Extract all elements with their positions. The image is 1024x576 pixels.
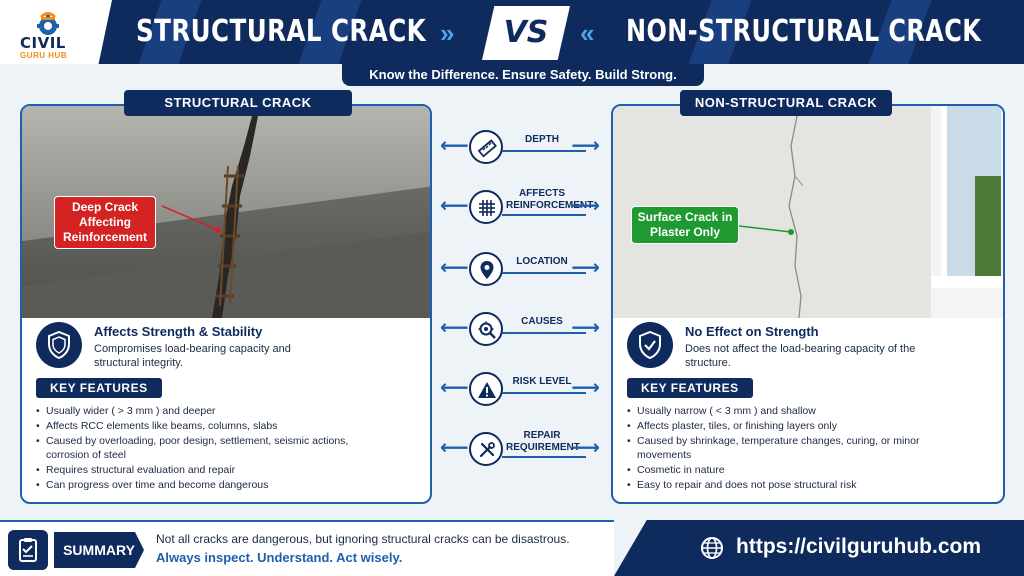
nonstructural-tag: NON-STRUCTURAL CRACK xyxy=(680,90,892,116)
comparison-reinforcement: ⟵ AFFECTS REINFORCEMENT ⟶ xyxy=(440,188,602,228)
chevron-left-icon: « xyxy=(580,18,595,48)
arrow-left-icon: ⟵ xyxy=(440,317,469,339)
structural-tag: STRUCTURAL CRACK xyxy=(124,90,352,116)
chevron-right-icon: » xyxy=(440,18,455,48)
gear-search-icon xyxy=(469,312,503,346)
arrow-left-icon: ⟵ xyxy=(440,257,469,279)
header-right-title: NON-STRUCTURAL CRACK xyxy=(626,14,982,49)
deep-crack-callout: Deep Crack Affecting Reinforcement xyxy=(54,196,156,249)
arrow-right-icon: ⟶ xyxy=(571,377,600,399)
key-features-heading: KEY FEATURES xyxy=(627,378,753,398)
vs-label: VS xyxy=(503,15,549,50)
arrow-right-icon: ⟶ xyxy=(571,195,600,217)
comparison-label: RISK LEVEL xyxy=(512,376,572,387)
arrow-right-icon: ⟶ xyxy=(571,135,600,157)
impact-title: No Effect on Strength xyxy=(685,324,819,339)
list-item: Easy to repair and does not pose structu… xyxy=(627,478,1003,492)
website-bar xyxy=(614,520,1024,576)
impact-title: Affects Strength & Stability xyxy=(94,324,263,339)
connector-line xyxy=(502,272,586,274)
list-item: Caused by shrinkage, temperature changes… xyxy=(627,434,1003,462)
vs-badge: VS xyxy=(482,6,570,60)
rebar-grid-icon xyxy=(469,190,503,224)
structural-panel: Deep Crack Affecting Reinforcement Affec… xyxy=(20,104,432,504)
arrow-left-icon: ⟵ xyxy=(440,437,469,459)
ruler-icon xyxy=(469,130,503,164)
nonstructural-features-list: Usually narrow ( < 3 mm ) and shallow Af… xyxy=(627,404,1003,493)
arrow-left-icon: ⟵ xyxy=(440,135,469,157)
tools-icon xyxy=(469,432,503,466)
list-item: Can progress over time and become danger… xyxy=(36,478,416,492)
key-features-heading: KEY FEATURES xyxy=(36,378,162,398)
summary-label: SUMMARY xyxy=(54,532,144,568)
comparison-label: REPAIR REQUIREMENT xyxy=(506,430,580,453)
nonstructural-panel: Surface Crack in Plaster Only No Effect … xyxy=(611,104,1005,504)
surface-crack-callout: Surface Crack in Plaster Only xyxy=(631,206,739,244)
shield-icon xyxy=(36,322,82,368)
structural-impact: Affects Strength & Stability Compromises… xyxy=(22,320,430,372)
impact-description: Compromises load-bearing capacity and st… xyxy=(94,343,291,369)
arrow-left-icon: ⟵ xyxy=(440,195,469,217)
list-item: Usually wider ( > 3 mm ) and deeper xyxy=(36,404,416,418)
location-pin-icon xyxy=(469,252,503,286)
connector-line xyxy=(502,456,586,458)
header-left-title: STRUCTURAL CRACK xyxy=(136,14,427,49)
comparison-label: CAUSES xyxy=(521,316,563,327)
structural-features-list: Usually wider ( > 3 mm ) and deeper Affe… xyxy=(36,404,416,493)
arrow-right-icon: ⟶ xyxy=(571,317,600,339)
arrow-right-icon: ⟶ xyxy=(571,437,600,459)
logo-subtitle: GURU HUB xyxy=(20,51,68,60)
list-item: Affects RCC elements like beams, columns… xyxy=(36,419,416,433)
connector-line xyxy=(502,332,586,334)
list-item: Usually narrow ( < 3 mm ) and shallow xyxy=(627,404,1003,418)
shield-check-icon xyxy=(627,322,673,368)
comparison-label: DEPTH xyxy=(525,134,559,145)
list-item: Requires structural evaluation and repai… xyxy=(36,463,416,477)
comparison-label: AFFECTS REINFORCEMENT xyxy=(506,188,594,211)
comparison-causes: ⟵ CAUSES ⟶ xyxy=(440,310,602,350)
list-item: Caused by overloading, poor design, sett… xyxy=(36,434,416,462)
comparison-repair: ⟵ REPAIR REQUIREMENT ⟶ xyxy=(440,430,602,470)
connector-line xyxy=(502,392,586,394)
comparison-risk-level: ⟵ RISK LEVEL ⟶ xyxy=(440,370,602,410)
arrow-right-icon: ⟶ xyxy=(571,257,600,279)
list-item: Cosmetic in nature xyxy=(627,463,1003,477)
logo-name: CIVIL xyxy=(20,34,66,52)
tagline: Know the Difference. Ensure Safety. Buil… xyxy=(342,64,704,86)
summary-bar: SUMMARY Not all cracks are dangerous, bu… xyxy=(0,520,614,576)
clipboard-check-icon xyxy=(8,530,48,570)
impact-description: Does not affect the load-bearing capacit… xyxy=(685,343,916,369)
connector-line xyxy=(502,214,586,216)
globe-icon xyxy=(701,537,723,559)
gear-crane-icon xyxy=(37,12,59,35)
comparison-depth: ⟵ DEPTH ⟶ xyxy=(440,128,602,168)
warning-icon xyxy=(469,372,503,406)
arrow-left-icon: ⟵ xyxy=(440,377,469,399)
comparison-label: LOCATION xyxy=(516,256,568,267)
logo[interactable]: CIVIL GURU HUB xyxy=(0,0,112,64)
list-item: Affects plaster, tiles, or finishing lay… xyxy=(627,419,1003,433)
connector-line xyxy=(502,150,586,152)
summary-callout: Always inspect. Understand. Act wisely. xyxy=(156,550,403,565)
website-link[interactable]: https://civilguruhub.com xyxy=(736,535,981,558)
comparison-location: ⟵ LOCATION ⟶ xyxy=(440,250,602,290)
nonstructural-impact: No Effect on Strength Does not affect th… xyxy=(613,320,1003,372)
summary-text: Not all cracks are dangerous, but ignori… xyxy=(156,532,570,546)
